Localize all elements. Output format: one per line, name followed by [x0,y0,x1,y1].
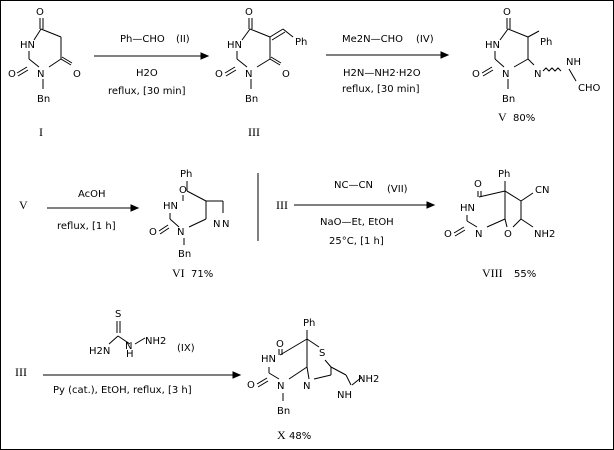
atom-O: O [503,7,511,18]
start-V: V [19,198,28,212]
r4-conditions: 25°C, [1 h] [329,236,384,247]
reaction-2: Me2N—CHO (IV) H2N—NH2·H2O reflux, [30 mi… [326,34,450,95]
atom-N: N [303,381,310,392]
label-VIII: VIII [482,266,503,280]
atom-N: N [222,219,229,230]
r4-tag: (VII) [387,184,408,195]
atom-O: O [245,7,253,18]
r4-reagent: NC⁠—CN [334,180,373,191]
label-VI: VI [172,266,185,280]
atom-NH2: NH2 [358,374,379,385]
compound-X-structure: Ph O HN S NH2 NH O N N Bn [247,318,379,417]
atom-Bn: Bn [277,406,290,417]
r4-base: NaO—Et, EtOH [320,217,394,228]
atom-HN: HN [485,40,500,51]
atom-O: O [73,69,81,80]
atom-O: O [282,69,290,80]
atom-O: O [215,69,223,80]
r5-conditions: Py (cat.), EtOH, reflux, [3 h] [53,385,192,396]
yield-V: 80% [513,113,535,124]
label-III: III [248,125,260,139]
atom-N: N [245,69,252,80]
atom-N: N [475,229,482,240]
label-V: V [498,110,507,124]
atom-O: O [247,380,255,391]
atom-O: O [474,179,482,190]
r5-tag: (IX) [177,343,195,354]
r1-solvent: H2O [136,68,158,79]
atom-Ph: Ph [295,37,307,48]
wavy-bond [542,67,562,72]
compound-V-structure: O HN Ph O N N NH CHO Bn [472,7,601,105]
atom-O: O [504,229,512,240]
compound-I-structure: O HN O N O Bn [8,7,81,105]
atom-HN: HN [163,201,178,212]
reaction-1: Ph—CHO (II) H2O reflux, [30 min] [94,34,210,97]
atom-NH2: NH2 [145,336,166,347]
atom-N: N [534,69,541,80]
atom-H2N: H2N [89,346,110,357]
atom-HN: HN [261,354,276,365]
atom-HN: HN [20,40,35,51]
atom-O: O [149,227,157,238]
atom-Ph: Ph [498,169,510,180]
yield-X: 48% [289,431,311,442]
start-III-row3: III [15,365,27,379]
atom-Bn: Bn [37,94,50,105]
atom-Ph: Ph [540,37,552,48]
atom-N: N [177,227,184,238]
atom-NH: NH [337,390,352,401]
atom-Bn: Bn [178,249,191,260]
atom-O: O [8,69,16,80]
atom-HN: HN [227,40,242,51]
r1-tag: (II) [176,34,190,45]
r3-reagent: AcOH [78,189,106,200]
atom-N: N [37,69,44,80]
atom-CN: CN [535,185,549,196]
label-I: I [39,125,43,139]
atom-N: N [277,381,284,392]
start-III: III [276,198,288,212]
compound-VIII-structure: Ph O HN CN NH2 O N O [444,169,555,240]
atom-NH: NH [566,57,581,68]
atom-NH2: NH2 [534,229,555,240]
atom-CHO: CHO [578,83,601,94]
atom-O: O [472,69,480,80]
reaction-5: S H2N H N NH2 (IX) Py (cat.), EtOH, refl… [43,309,242,396]
r2-conditions: reflux, [30 min] [342,84,420,95]
r2-tag: (IV) [416,34,434,45]
reaction-3: AcOH reflux, [1 h] [47,189,140,232]
label-X: X [277,428,286,442]
atom-N: N [213,219,220,230]
atom-N: N [125,341,132,352]
r1-conditions: reflux, [30 min] [108,86,186,97]
r3-conditions: reflux, [1 h] [57,221,116,232]
r2-reagent2: H2N—NH2·H2O [343,68,421,79]
atom-H: H [126,349,134,360]
atom-O: O [36,7,44,18]
atom-O: O [444,229,452,240]
atom-HN: HN [460,203,475,214]
atom-S: S [319,348,325,359]
atom-Ph: Ph [303,318,315,329]
reaction-4: NC⁠—CN (VII) NaO—Et, EtOH 25°C, [1 h] [294,180,436,247]
r2-reagent: Me2N—CHO [342,34,403,45]
atom-O: O [276,339,284,350]
atom-O: O [179,185,187,196]
compound-VI-structure: Ph O HN N N O N Bn [149,169,229,260]
yield-VI: 71% [191,269,213,280]
yield-VIII: 55% [514,269,536,280]
r1-reagent: Ph—CHO [120,34,165,45]
atom-Bn: Bn [245,94,258,105]
atom-Bn: Bn [502,94,515,105]
atom-Ph: Ph [180,169,192,180]
compound-III-structure: O HN Ph O N O Bn [215,7,307,105]
atom-S: S [115,309,121,320]
atom-N: N [502,69,509,80]
